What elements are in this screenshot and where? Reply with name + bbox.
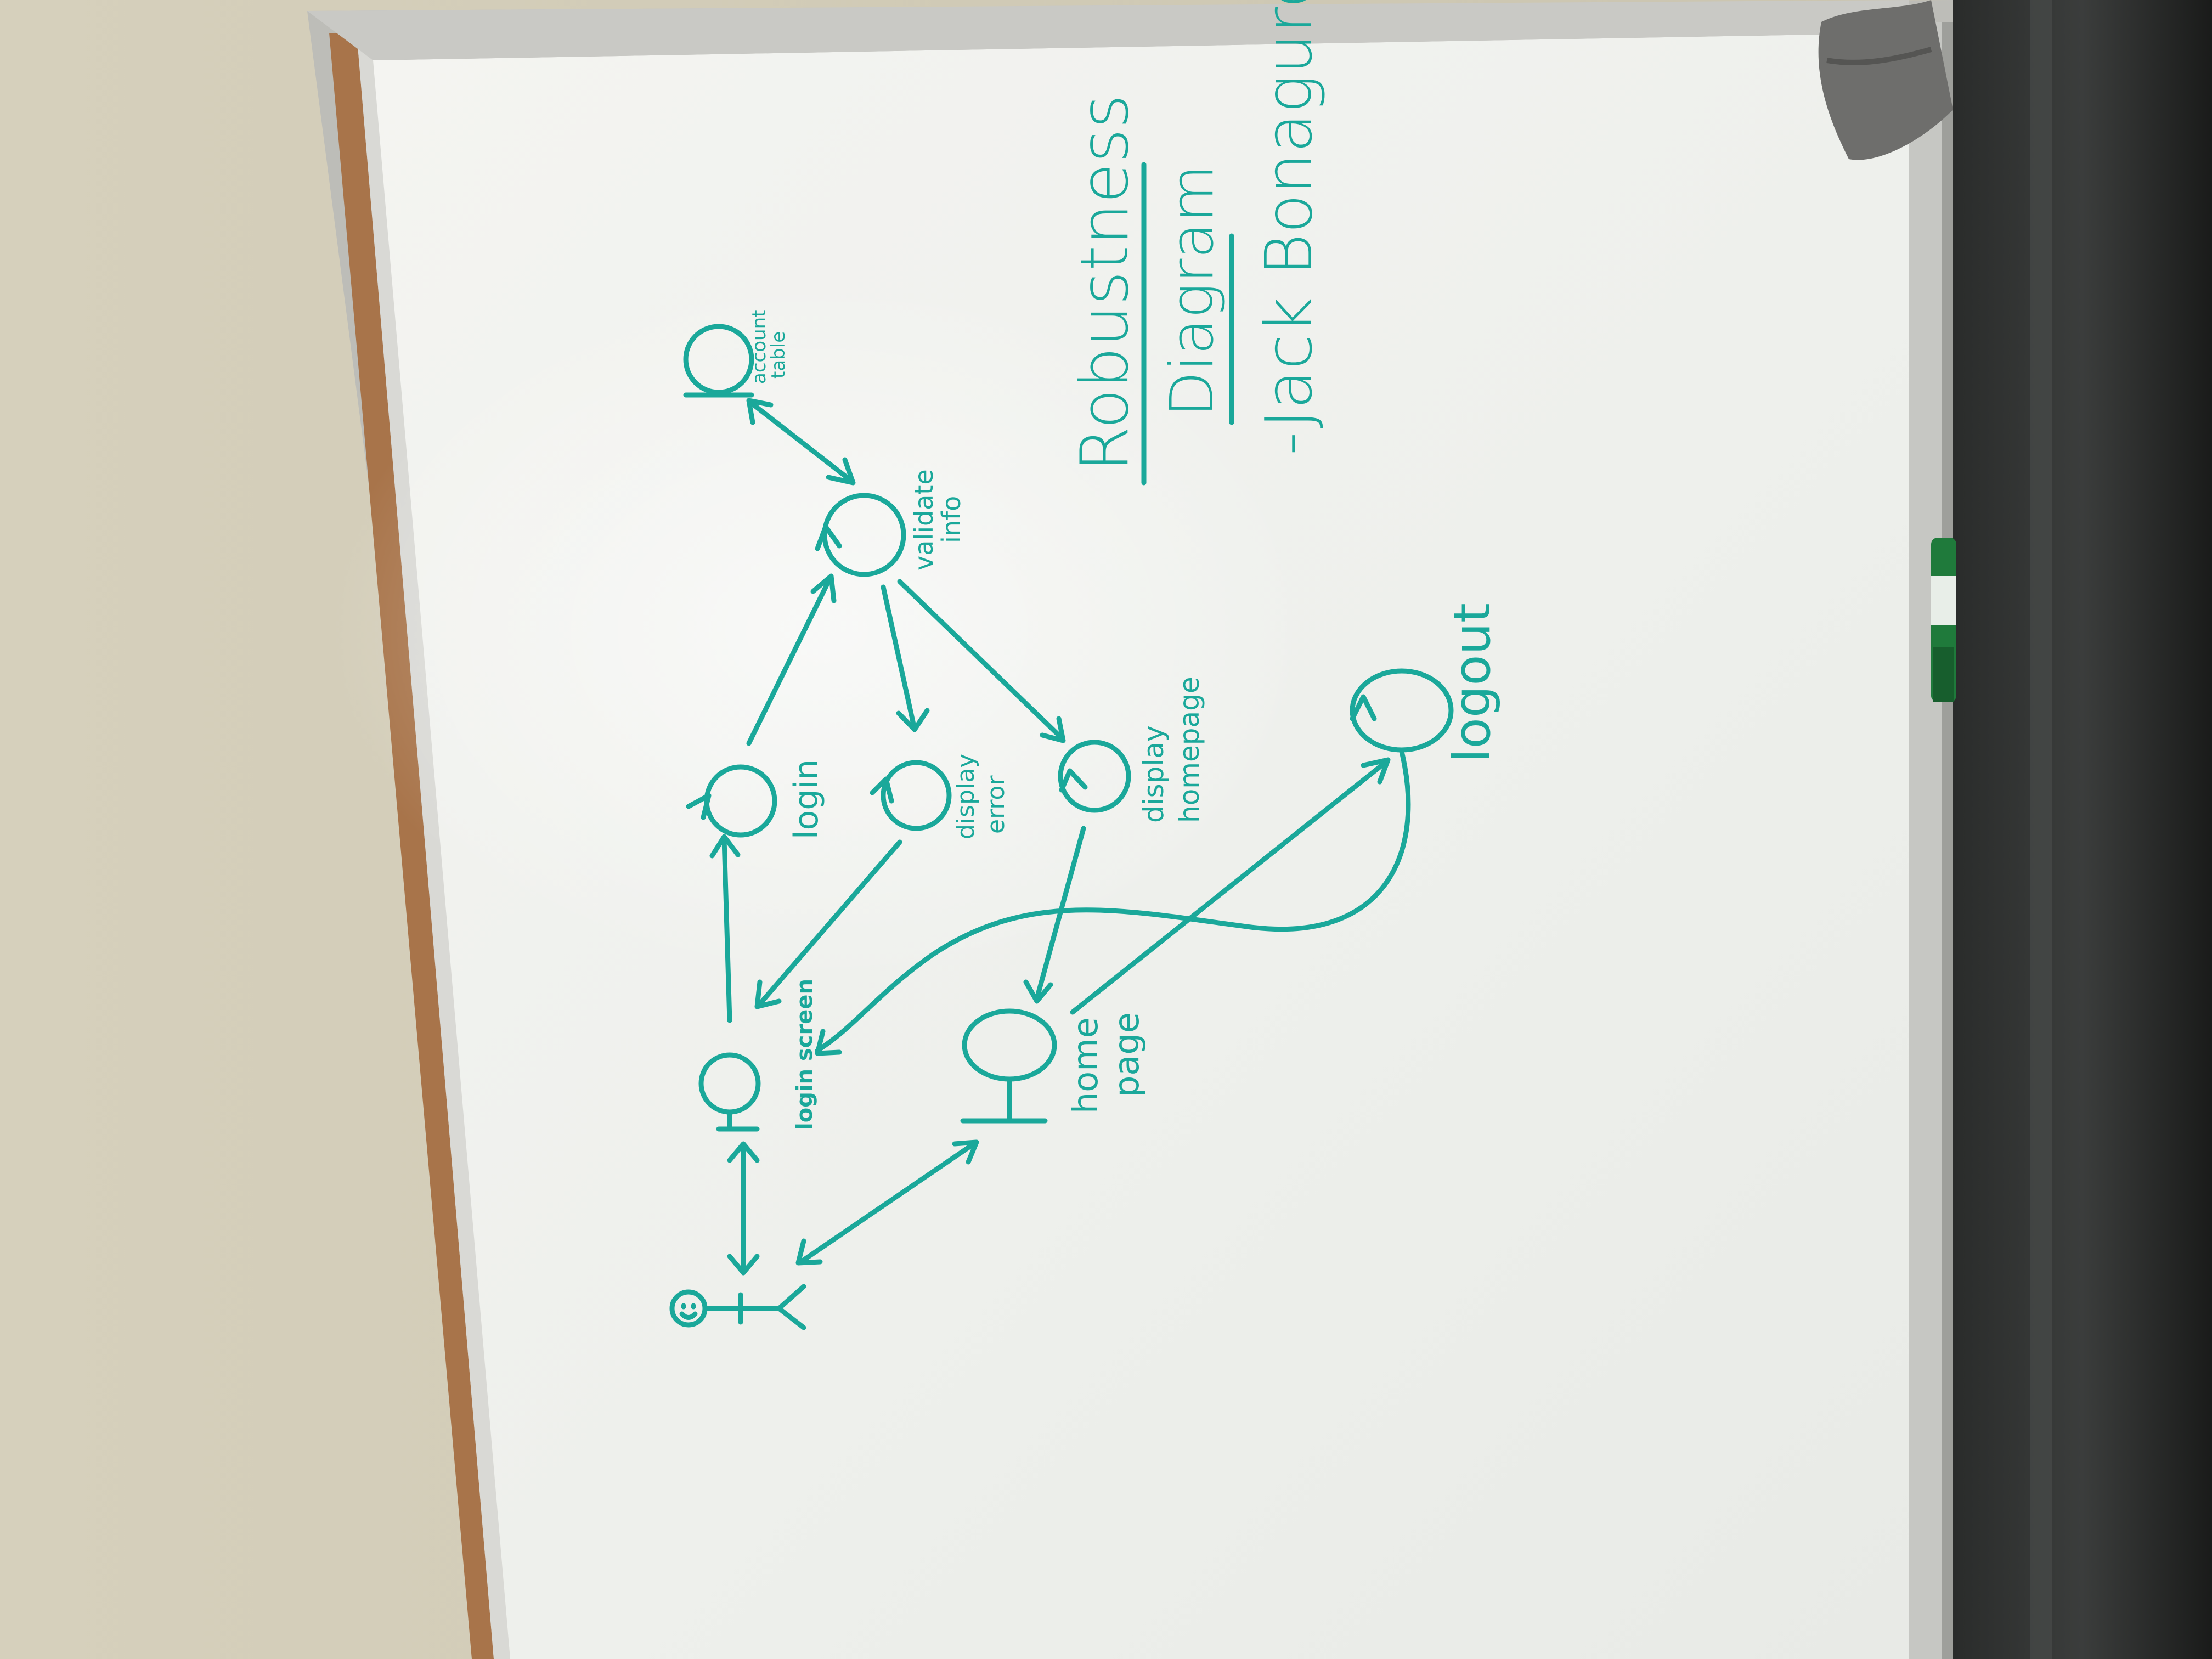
label-validate-info-l1: validate (909, 469, 939, 571)
label-display-homepage-l2: homepage (1173, 676, 1205, 823)
label-display-error-l2: error (982, 775, 1010, 834)
label-login-screen: login screen (792, 979, 817, 1130)
label-validate-info-l2: info (936, 496, 966, 543)
eraser (1818, 0, 1953, 160)
control-display-homepage (1058, 740, 1131, 813)
control-login (686, 764, 777, 838)
title-author: -Jack Bonaguro (1251, 0, 1327, 455)
label-display-error-l1: display (952, 754, 980, 839)
green-marker (1931, 538, 1956, 702)
arrow-actor-loginscreen (727, 1141, 760, 1276)
arrow-validate-displayhomepage (897, 579, 1066, 743)
arrow-displayhomepage-homepage (1023, 826, 1086, 1004)
door-frame (1953, 0, 2212, 1659)
label-display-homepage-l1: display (1138, 725, 1170, 823)
arrow-login-validate (746, 573, 837, 746)
door-edge-highlight (2030, 0, 2052, 1659)
arrow-displayerror-loginscreen (754, 839, 902, 1009)
arrow-validate-displayerror (881, 584, 930, 732)
title-line-2: Diagram (1158, 165, 1227, 417)
arrow-accounttable-validate (746, 398, 856, 486)
board-glare (329, 274, 1317, 988)
robustness-diagram (669, 162, 1454, 1330)
frame-top-rail (307, 0, 1909, 60)
label-home-page-l2: page (1107, 1012, 1147, 1097)
title-line-1: Robustness (1067, 94, 1143, 472)
boundary-login-screen (698, 1052, 761, 1132)
entity-account-table (683, 324, 754, 398)
label-account-table-l1: account (748, 310, 770, 384)
cork-strip (329, 33, 494, 1659)
arrow-homepage-logout (1070, 757, 1391, 1015)
boundary-home-page (960, 1008, 1057, 1124)
eraser-fold (1826, 47, 1932, 65)
label-login: login (787, 759, 826, 839)
frame-right-rail-shadow (1942, 22, 1953, 1659)
arrow-logout-loginscreen (815, 749, 1411, 1056)
arrow-loginscreen-login (709, 834, 741, 1023)
label-account-table-l2: table (768, 331, 789, 379)
control-display-error (870, 760, 952, 831)
control-logout (1350, 668, 1454, 753)
control-validate-info (815, 493, 906, 577)
label-home-page-l1: home (1065, 1017, 1105, 1114)
arrow-actor-homepage (795, 1139, 979, 1266)
label-logout: logout (1443, 603, 1502, 763)
actor-stick-figure (669, 1284, 806, 1330)
